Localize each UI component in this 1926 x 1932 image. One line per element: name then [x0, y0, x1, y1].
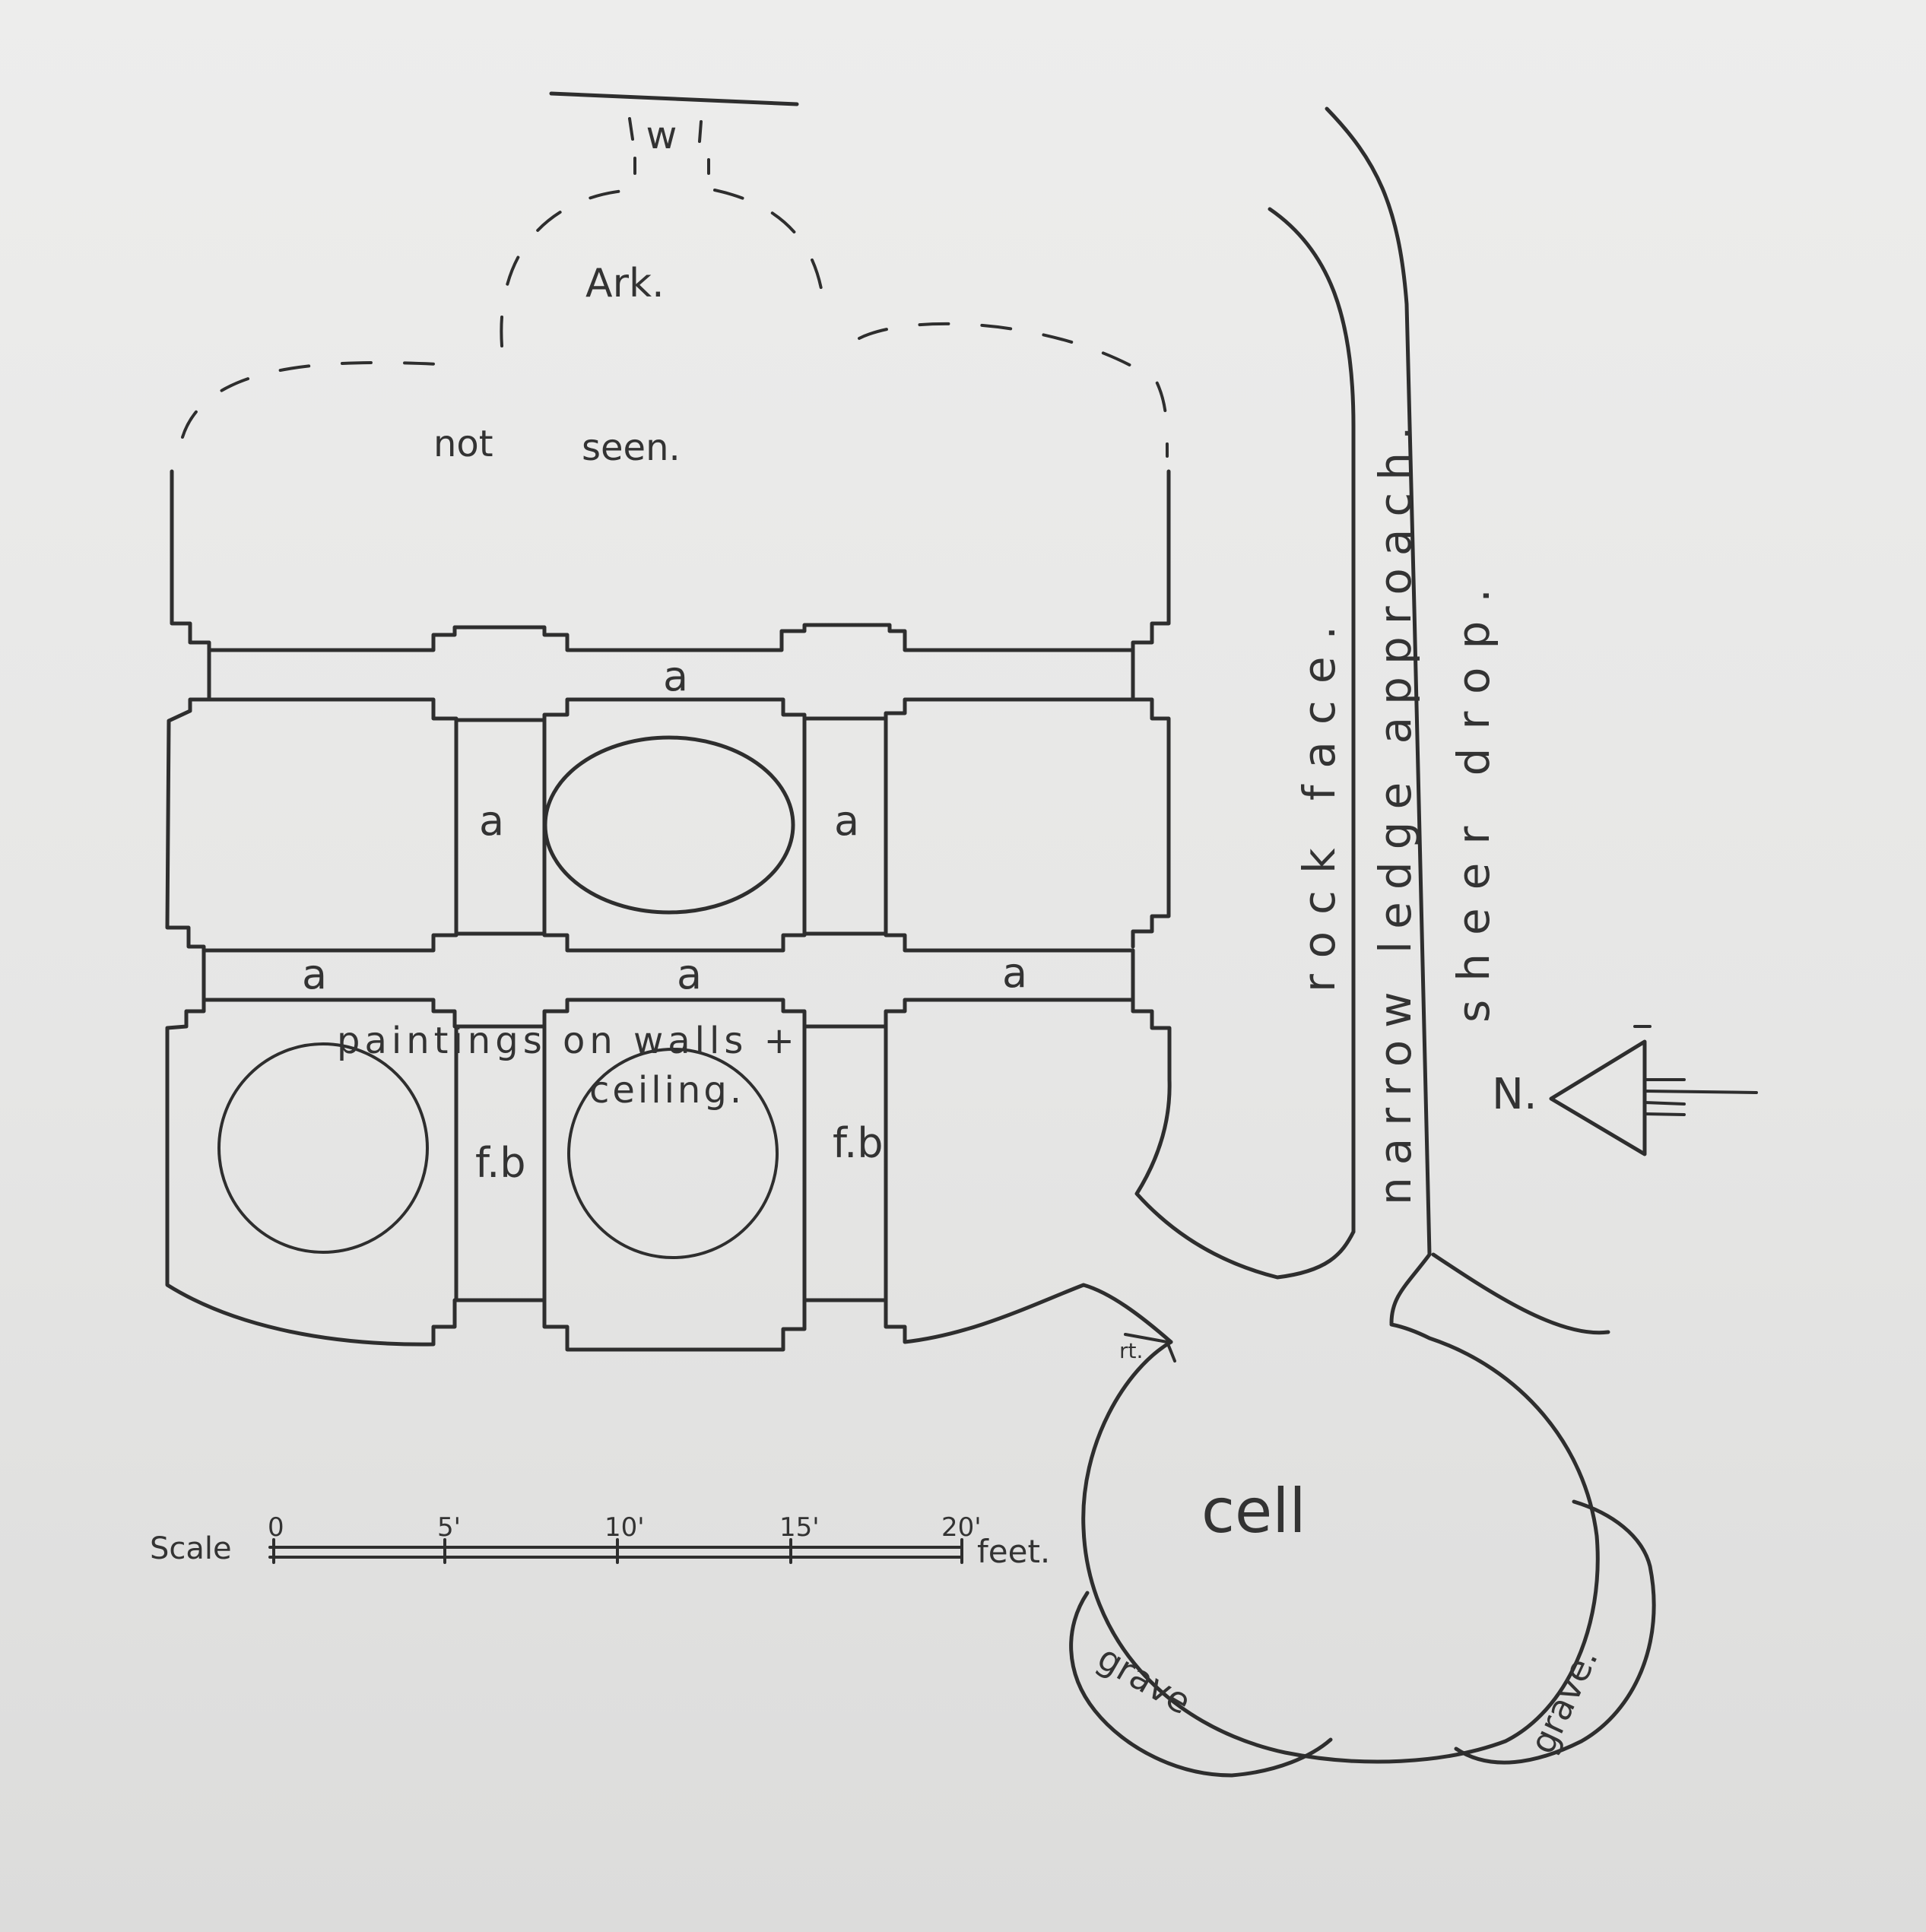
grave-left-outline	[1069, 1591, 1333, 1778]
not-seen-outline	[181, 322, 1169, 458]
narrow-ledge-label: narrow ledge approach.	[1369, 414, 1421, 1205]
scale-unit: feet.	[977, 1533, 1050, 1570]
aisle-label: a	[834, 797, 859, 845]
approach-walls	[1268, 106, 1610, 1335]
paintings-label-1: paintings on walls +	[337, 1020, 799, 1062]
wl-label: w	[646, 113, 677, 157]
scale-tick-20: 20'	[941, 1512, 982, 1543]
cell-label: cell	[1201, 1476, 1306, 1547]
ark-outline	[500, 189, 827, 347]
lower-center-circle	[567, 1048, 779, 1259]
scale-tick-10: 10'	[604, 1512, 645, 1543]
paintings-label-2: ceiling.	[589, 1069, 744, 1112]
not-seen-label-2: seen.	[582, 427, 681, 469]
sheer-drop-label: sheer drop.	[1448, 570, 1499, 1023]
scale-bar	[268, 1538, 963, 1564]
fb-label: f.b	[833, 1119, 884, 1167]
rock-face-label: rock face.	[1293, 609, 1345, 992]
aisle-label: a	[677, 950, 702, 998]
aisle-label: a	[663, 652, 688, 700]
grave-right-outline	[1454, 1499, 1656, 1765]
aisle-label: a	[302, 950, 327, 998]
lower-left-circle	[217, 1042, 429, 1254]
scale-tick-15: 15'	[779, 1512, 820, 1543]
fb-label: f.b	[475, 1139, 526, 1187]
north-arrow	[1549, 1025, 1758, 1156]
rt-label: rt.	[1119, 1338, 1143, 1363]
grave-label-left: grave	[1091, 1637, 1198, 1723]
upper-central-oval	[543, 735, 795, 915]
north-label: N.	[1492, 1070, 1537, 1119]
not-seen-label-1: not	[433, 423, 493, 465]
scale-tick-5: 5'	[437, 1512, 461, 1543]
cell-area	[1069, 1322, 1656, 1778]
scale-label: Scale	[150, 1531, 232, 1566]
ark-label: Ark.	[585, 261, 665, 306]
aisle-label: a	[479, 797, 504, 845]
hall-walls	[165, 469, 1356, 1352]
grave-label-right: grave.	[1521, 1642, 1606, 1760]
scale-tick-0: 0	[268, 1512, 284, 1543]
wl-marker: w	[549, 91, 799, 175]
aisle-label: a	[1002, 949, 1027, 997]
